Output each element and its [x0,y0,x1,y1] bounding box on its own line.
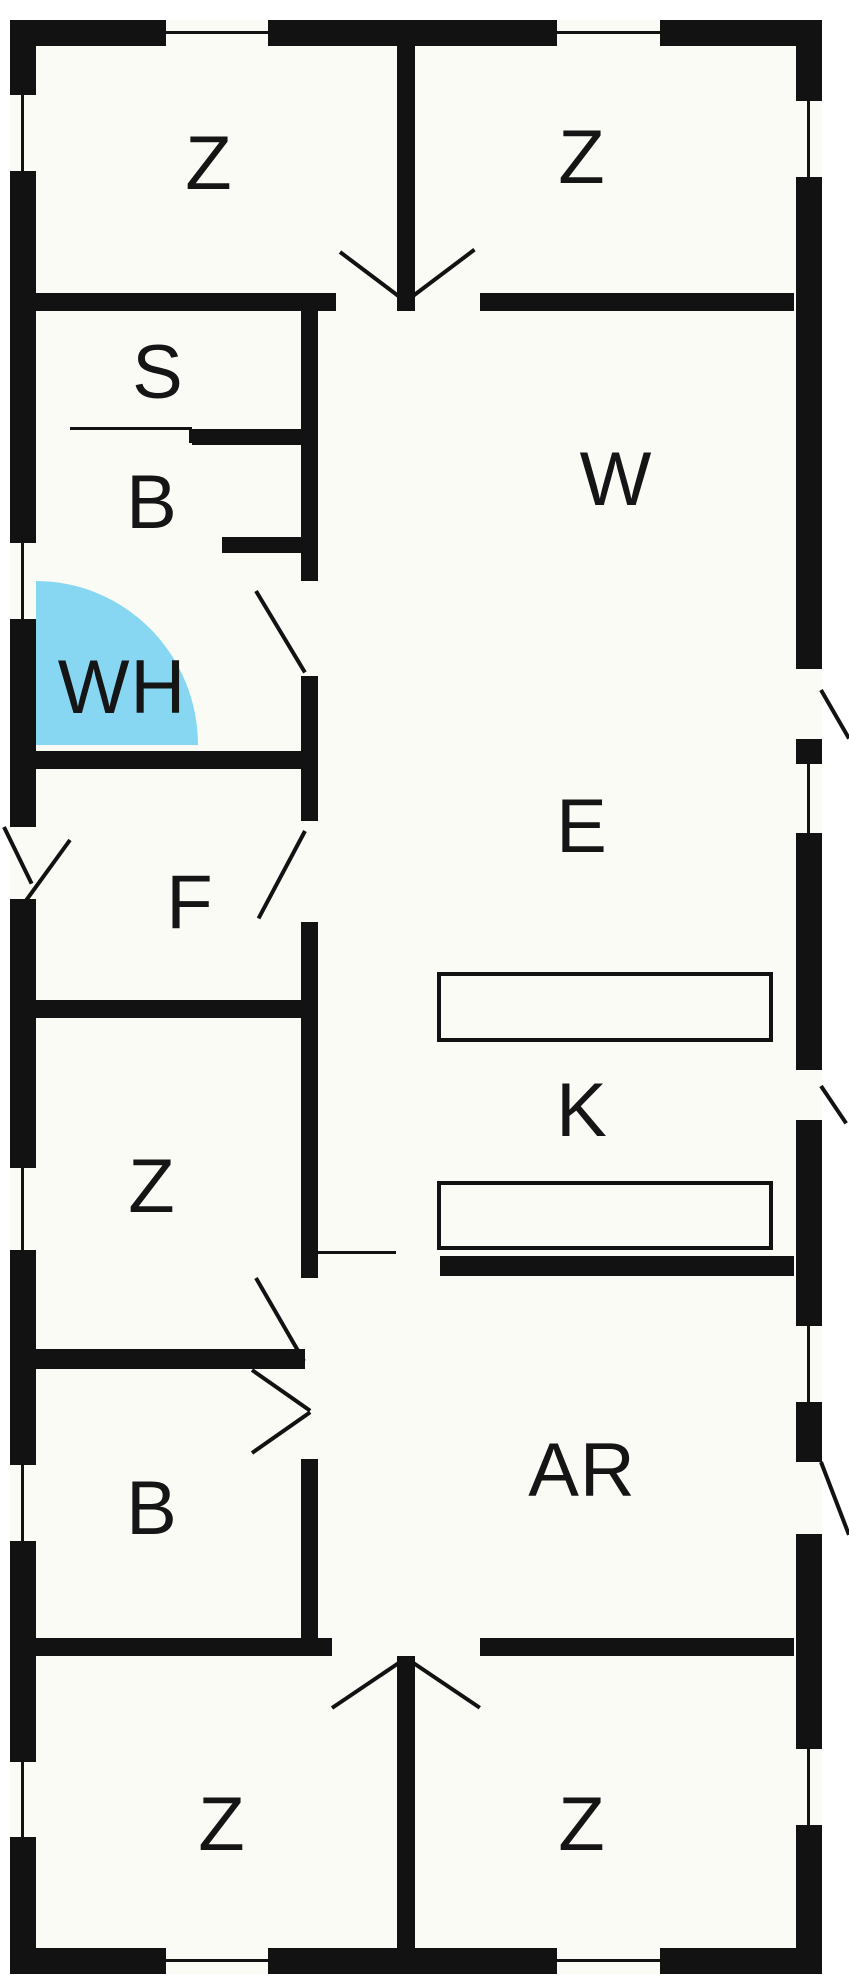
window-left-2 [10,543,36,619]
window-top-left [166,20,268,46]
door-jamb-s [189,429,192,443]
room-label-f: F [166,860,214,945]
room-label-z-bottom-right: Z [558,1782,606,1867]
window-glass-line [21,1465,24,1541]
wall-bottomz-right-top [480,1638,794,1656]
window-glass-line [166,1959,268,1962]
door-leaf-exterior-we [819,689,849,740]
room-label-w: W [579,437,653,522]
wall-b-partial [222,537,305,553]
window-right-3 [796,1326,822,1402]
window-glass-line [21,1168,24,1250]
room-label-wh: WH [57,645,187,730]
room-label-ar: AR [528,1428,636,1513]
room-label-z-top-left: Z [185,121,233,206]
wall-bottomz-left-top [36,1638,332,1656]
room-label-z-bottom-left: Z [198,1782,246,1867]
window-glass-line [21,1762,24,1837]
wall-s-bottom [192,429,305,445]
wall-outer-left [10,20,36,1974]
wall-corridor-c [301,922,318,1278]
wall-f-bottom [36,1000,305,1018]
room-label-s: S [132,330,184,415]
door-gap-right-we [796,669,822,739]
window-glass-line [807,764,810,833]
wall-outer-bottom [10,1948,822,1974]
fixture-counter-upper [437,972,773,1042]
room-label-z-middle-left: Z [128,1144,176,1229]
window-bottom-right [557,1948,660,1974]
wall-outer-right [796,20,822,1974]
wall-wh-bottom [36,751,305,769]
wall-corridor-d [301,1459,318,1656]
wall-top-divider [397,46,415,311]
window-right-2 [796,764,822,833]
window-glass-line [557,1959,660,1962]
wall-outer-top [10,20,822,46]
room-label-k: K [556,1068,608,1153]
room-label-b-upper: B [126,460,178,545]
window-right-4 [796,1749,822,1825]
wall-zmid-bottom [36,1349,305,1369]
wall-topzright-bottom [480,293,794,311]
door-gap-right-ar [796,1462,822,1534]
window-bottom-left [166,1948,268,1974]
wall-ar-top [440,1256,794,1276]
window-top-right [557,20,660,46]
door-leaf-exterior-ar [819,1461,849,1536]
door-leaf-ar [310,1251,396,1254]
window-glass-line [557,31,660,34]
window-glass-line [166,31,268,34]
wall-corridor-a [301,311,318,581]
window-glass-line [807,101,810,177]
window-glass-line [21,543,24,619]
door-gap-right-k [796,1070,822,1120]
wall-corridor-b [301,676,318,821]
wall-topzleft-bottom [36,293,336,311]
room-label-e: E [556,784,608,869]
window-left-5 [10,1762,36,1837]
window-glass-line [21,95,24,171]
window-glass-line [807,1326,810,1402]
door-leaf-s [70,427,192,430]
room-label-z-top-right: Z [558,115,606,200]
window-glass-line [807,1749,810,1825]
room-label-b-lower: B [126,1466,178,1551]
window-left-3 [10,1168,36,1250]
window-left-4 [10,1465,36,1541]
wall-bottom-divider [397,1656,415,1948]
window-right-1 [796,101,822,177]
door-leaf-exterior-k [819,1084,848,1125]
window-left-1 [10,95,36,171]
fixture-counter-lower [437,1181,773,1250]
